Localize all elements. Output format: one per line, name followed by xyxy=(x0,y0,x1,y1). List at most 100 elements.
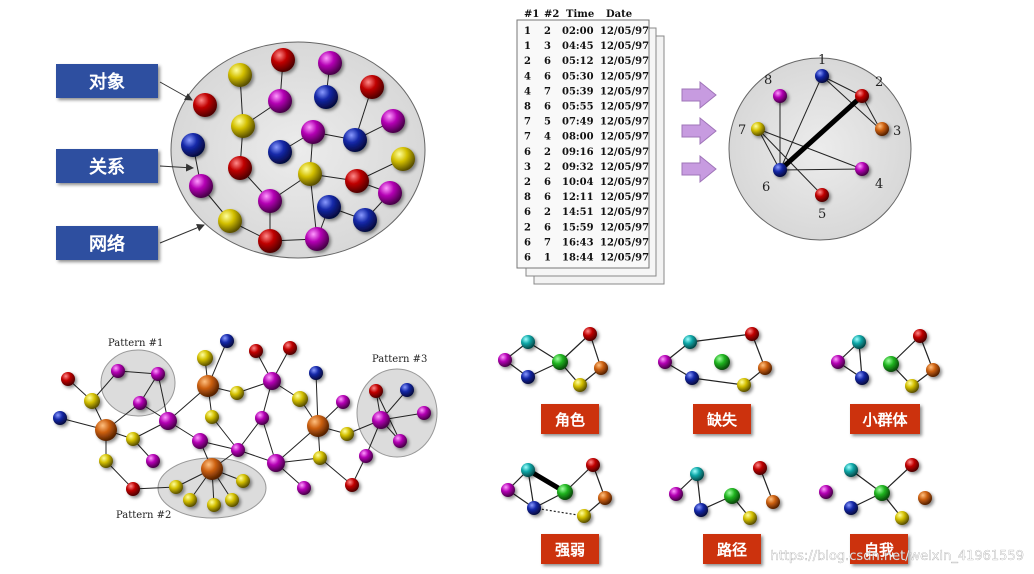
pattern-node xyxy=(197,375,219,397)
motif-node xyxy=(918,491,932,505)
table-cell: 12/05/97 xyxy=(600,207,649,218)
pattern-node xyxy=(313,451,327,465)
pattern-label-1: Pattern #1 xyxy=(108,338,163,349)
graph-node-label: 4 xyxy=(875,177,883,192)
graph-node xyxy=(815,188,829,202)
table-cell: 15:59 xyxy=(562,222,594,233)
network-node xyxy=(305,227,329,251)
table-cell: 12/05/97 xyxy=(600,56,649,67)
label-network xyxy=(56,226,158,260)
role-label-missing: 缺失 xyxy=(706,411,738,429)
role-label-path: 路径 xyxy=(717,541,747,559)
motif-node xyxy=(758,361,772,375)
table-cell: 6 xyxy=(544,222,551,233)
graph-node-label: 2 xyxy=(875,75,883,90)
graph-node-label: 7 xyxy=(738,123,746,138)
pattern-node xyxy=(205,410,219,424)
table-cell: 7 xyxy=(524,117,531,128)
motif-node xyxy=(594,361,608,375)
table-cell: 08:00 xyxy=(562,132,594,143)
table-cell: 7 xyxy=(524,132,531,143)
table-cell: 1 xyxy=(524,41,531,52)
motif-node xyxy=(583,327,597,341)
network-node xyxy=(381,109,405,133)
graph-node-label: 3 xyxy=(893,124,901,139)
table-cell: 09:32 xyxy=(562,162,594,173)
graph-node-label: 1 xyxy=(818,53,826,68)
table-cell: 12/05/97 xyxy=(600,177,649,188)
motif-node xyxy=(905,458,919,472)
pattern-node xyxy=(84,393,100,409)
table-header-cell: #1 xyxy=(524,9,539,20)
motif-node xyxy=(501,483,515,497)
pattern-node xyxy=(297,481,311,495)
table-cell: 05:12 xyxy=(562,56,594,67)
motif-node xyxy=(669,487,683,501)
watermark-text: https://blog.csdn.net/weixin_41961559 xyxy=(770,549,1024,564)
motif-node xyxy=(844,463,858,477)
network-node xyxy=(360,75,384,99)
network-node xyxy=(391,147,415,171)
table-cell: 6 xyxy=(544,56,551,67)
table-cell: 8 xyxy=(524,102,531,113)
graph-node-label: 6 xyxy=(762,180,770,195)
graph-node-label: 5 xyxy=(818,207,826,222)
label-relations-text: 关系 xyxy=(89,156,125,178)
table-cell: 12/05/97 xyxy=(600,147,649,158)
network-node xyxy=(345,169,369,193)
role-label-box xyxy=(693,404,751,434)
motif-node xyxy=(844,501,858,515)
network-node xyxy=(193,93,217,117)
pattern-node xyxy=(236,474,250,488)
pattern-node xyxy=(95,419,117,441)
role-label-ego: 自我 xyxy=(864,541,894,559)
table-cell: 5 xyxy=(544,117,551,128)
table-cell: 16:43 xyxy=(562,237,594,248)
motif-node xyxy=(714,354,730,370)
table-cell: 4 xyxy=(524,86,531,97)
pattern-node xyxy=(336,395,350,409)
table-cell: 6 xyxy=(524,207,531,218)
flow-arrow-icon xyxy=(681,154,717,184)
role-label-box xyxy=(850,404,920,434)
motif-node xyxy=(521,463,535,477)
pattern-node xyxy=(151,367,165,381)
network-node xyxy=(231,114,255,138)
motif-node xyxy=(743,511,757,525)
table-cell: 6 xyxy=(544,177,551,188)
motif-node xyxy=(855,371,869,385)
pattern-node xyxy=(372,411,390,429)
motif-node xyxy=(819,485,833,499)
motif-node xyxy=(498,353,512,367)
table-cell: 2 xyxy=(524,56,531,67)
flow-arrows xyxy=(681,80,717,184)
graph-node xyxy=(815,69,829,83)
network-node xyxy=(268,140,292,164)
pattern-node xyxy=(183,493,197,507)
pattern-node xyxy=(126,432,140,446)
graph-node-label: 8 xyxy=(764,73,772,88)
pattern-node xyxy=(369,384,383,398)
pattern-network: Pattern #1 Pattern #2 Pattern #3 xyxy=(53,334,438,521)
table-cell: 7 xyxy=(544,86,551,97)
pattern-node xyxy=(225,493,239,507)
pattern-node xyxy=(192,433,208,449)
pattern-node xyxy=(255,411,269,425)
network-node xyxy=(228,156,252,180)
motif-node xyxy=(573,378,587,392)
pattern-node xyxy=(146,454,160,468)
pattern-node xyxy=(197,350,213,366)
table-cell: 3 xyxy=(544,41,551,52)
motif-node xyxy=(724,488,740,504)
label-relations xyxy=(56,149,158,183)
motif-node xyxy=(557,484,573,500)
table-cell: 3 xyxy=(524,162,531,173)
label-objects-text: 对象 xyxy=(89,71,125,93)
network-node xyxy=(301,120,325,144)
pattern-node xyxy=(169,480,183,494)
table-header-cell: #2 xyxy=(544,9,559,20)
table-cell: 12/05/97 xyxy=(600,192,649,203)
